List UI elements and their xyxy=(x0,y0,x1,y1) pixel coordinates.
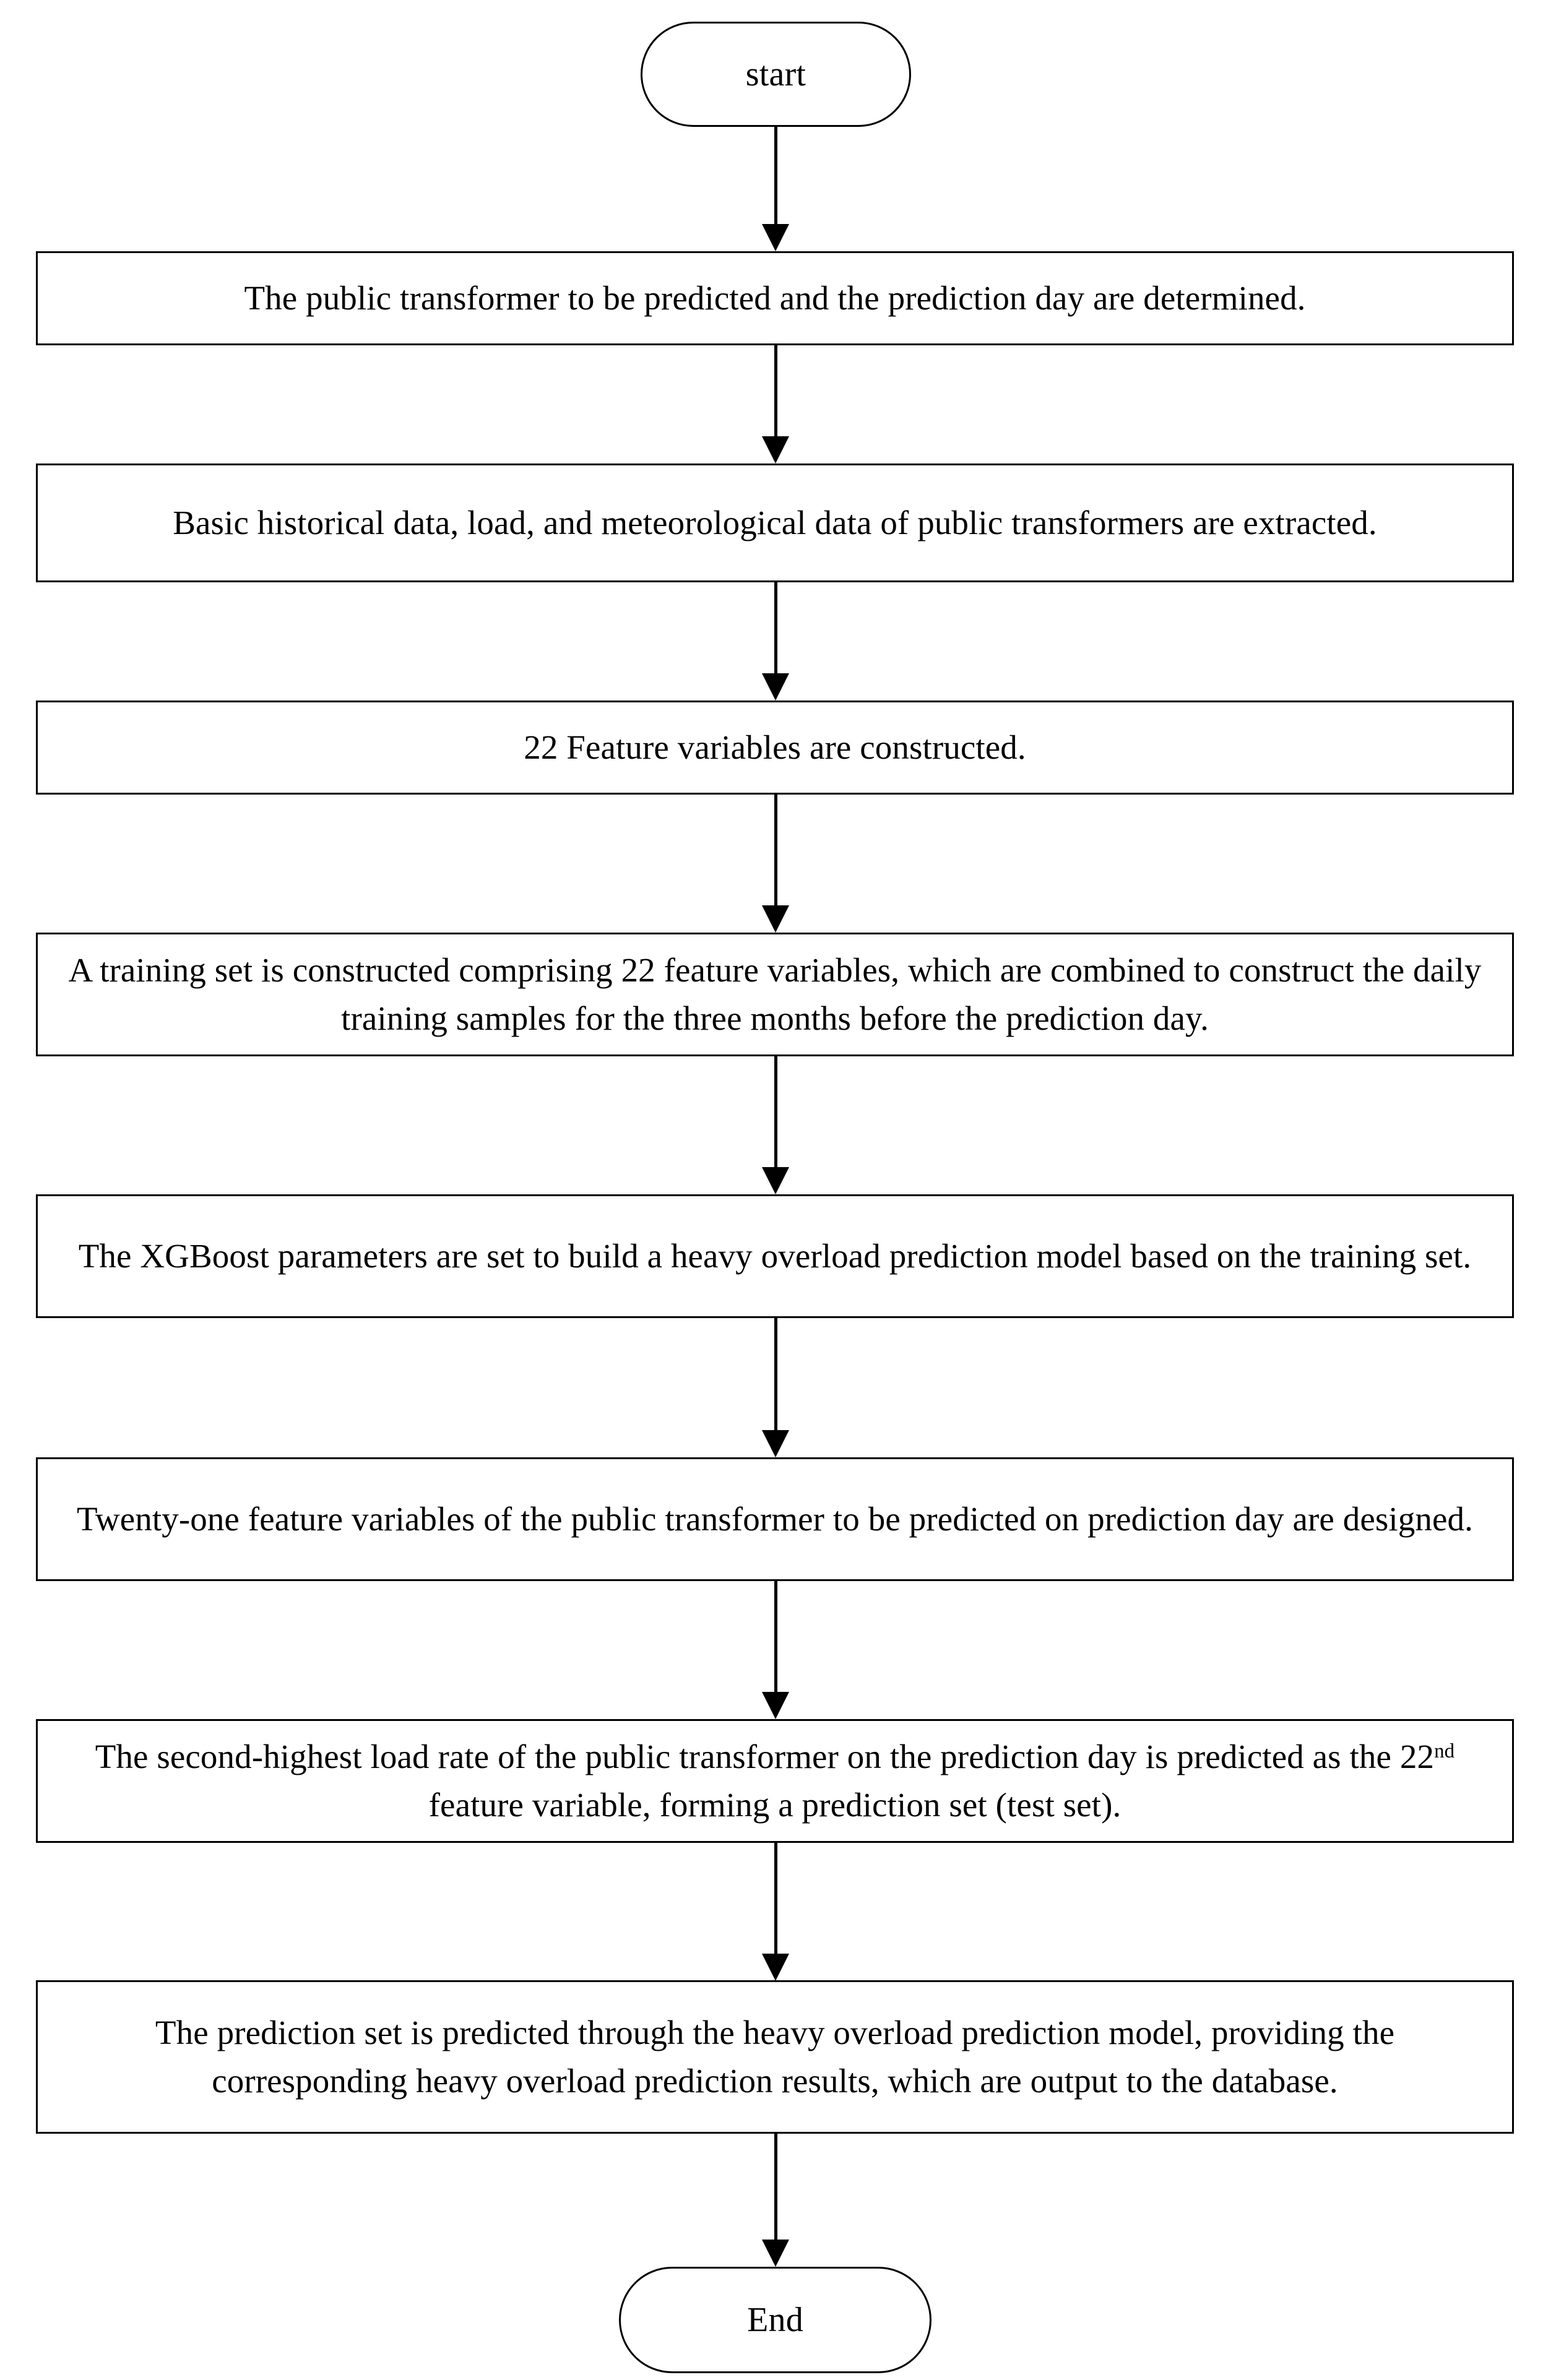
arrowhead-step1-to-step2 xyxy=(762,436,789,463)
connector-step3-to-step4 xyxy=(774,795,777,906)
node-step5[interactable]: The XGBoost parameters are set to build … xyxy=(36,1194,1514,1318)
node-step6-label: Twenty-one feature variables of the publ… xyxy=(77,1499,1473,1538)
node-step6[interactable]: Twenty-one feature variables of the publ… xyxy=(36,1457,1514,1581)
node-step1-label: The public transformer to be predicted a… xyxy=(244,278,1306,317)
connector-step5-to-step6 xyxy=(774,1318,777,1431)
node-step1[interactable]: The public transformer to be predicted a… xyxy=(36,251,1514,345)
node-step3-label: 22 Feature variables are constructed. xyxy=(524,728,1026,766)
arrowhead-step8-to-end xyxy=(762,2240,789,2267)
connector-step1-to-step2 xyxy=(774,345,777,437)
node-step2[interactable]: Basic historical data, load, and meteoro… xyxy=(36,463,1514,582)
node-step8[interactable]: The prediction set is predicted through … xyxy=(36,1980,1514,2134)
connector-step6-to-step7 xyxy=(774,1581,777,1692)
node-start[interactable]: start xyxy=(641,22,911,127)
arrowhead-step5-to-step6 xyxy=(762,1430,789,1457)
node-end[interactable]: End xyxy=(619,2267,931,2373)
arrowhead-step2-to-step3 xyxy=(762,673,789,701)
node-step8-label: The prediction set is predicted through … xyxy=(155,2013,1395,2100)
node-step5-label: The XGBoost parameters are set to build … xyxy=(78,1236,1472,1275)
node-step4[interactable]: A training set is constructed comprising… xyxy=(36,933,1514,1056)
connector-step7-to-step8 xyxy=(774,1843,777,1954)
node-step4-label: A training set is constructed comprising… xyxy=(68,951,1482,1037)
arrowhead-step7-to-step8 xyxy=(762,1954,789,1981)
node-step7-text-suffix: feature variable, forming a prediction s… xyxy=(428,1786,1122,1824)
node-step7-label: The second-highest load rate of the publ… xyxy=(54,1733,1496,1829)
node-step7-ordinal-superscript: nd xyxy=(1434,1740,1455,1762)
connector-step2-to-step3 xyxy=(774,582,777,674)
node-step2-label: Basic historical data, load, and meteoro… xyxy=(173,503,1377,541)
node-step7[interactable]: The second-highest load rate of the publ… xyxy=(36,1719,1514,1843)
arrowhead-start-to-step1 xyxy=(762,224,789,251)
arrowhead-step4-to-step5 xyxy=(762,1167,789,1194)
node-start-label: start xyxy=(745,54,806,93)
arrowhead-step6-to-step7 xyxy=(762,1692,789,1719)
connector-step4-to-step5 xyxy=(774,1056,777,1168)
connector-step8-to-end xyxy=(774,2134,777,2240)
arrowhead-step3-to-step4 xyxy=(762,905,789,933)
node-step3[interactable]: 22 Feature variables are constructed. xyxy=(36,701,1514,795)
connector-start-to-step1 xyxy=(774,127,777,225)
node-step7-text-prefix: The second-highest load rate of the publ… xyxy=(95,1737,1435,1775)
node-end-label: End xyxy=(747,2300,803,2339)
